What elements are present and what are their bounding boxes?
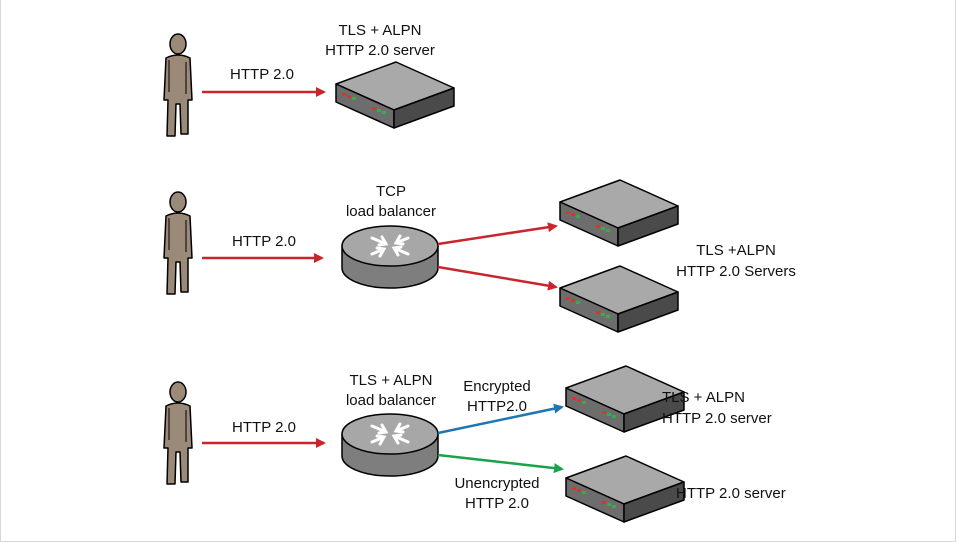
arrow-label: HTTP 2.0 xyxy=(230,66,294,83)
client-person-icon xyxy=(163,381,193,485)
client-person-icon xyxy=(163,33,193,137)
arrow-label: HTTP 2.0 xyxy=(232,233,296,250)
balancer-label-line2: load balancer xyxy=(346,392,436,409)
unencrypted-arrow xyxy=(437,453,564,474)
server1-label-line2: HTTP 2.0 server xyxy=(662,410,772,427)
unencrypted-label-line2: HTTP 2.0 xyxy=(465,495,529,512)
client-person-icon xyxy=(163,191,193,295)
server-label-line1: TLS + ALPN xyxy=(339,22,422,39)
row-tls-load-balancer: HTTP 2.0 TLS + ALPN load balancer Encryp… xyxy=(163,365,786,523)
backend-arrow-2 xyxy=(437,265,558,291)
server-icon xyxy=(335,61,455,129)
balancer-label-line1: TLS + ALPN xyxy=(350,372,433,389)
balancer-label-line1: TCP xyxy=(376,183,406,200)
row-direct: HTTP 2.0 TLS + ALPN HTTP 2.0 server xyxy=(163,22,455,137)
backend-server-icon xyxy=(559,179,679,247)
server1-label-line1: TLS + ALPN xyxy=(662,389,745,406)
server-label-line2: HTTP 2.0 server xyxy=(325,42,435,59)
tcp-load-balancer-icon xyxy=(340,224,440,290)
backend-server-icon xyxy=(559,265,679,333)
encrypted-label-line2: HTTP2.0 xyxy=(467,398,527,415)
tls-load-balancer-icon xyxy=(340,412,440,478)
arrow-label: HTTP 2.0 xyxy=(232,419,296,436)
backend-arrow-1 xyxy=(437,222,558,246)
plain-server-icon xyxy=(565,455,685,523)
servers-label-line1: TLS +ALPN xyxy=(696,242,776,259)
servers-label-line2: HTTP 2.0 Servers xyxy=(676,263,796,280)
encrypted-arrow xyxy=(437,403,564,435)
balancer-label-line2: load balancer xyxy=(346,203,436,220)
server2-label: HTTP 2.0 server xyxy=(676,485,786,502)
encrypted-label-line1: Encrypted xyxy=(463,378,531,395)
row-tcp-load-balancer: HTTP 2.0 TCP load balancer TLS +ALPN HTT… xyxy=(163,179,796,333)
unencrypted-label-line1: Unencrypted xyxy=(454,475,539,492)
